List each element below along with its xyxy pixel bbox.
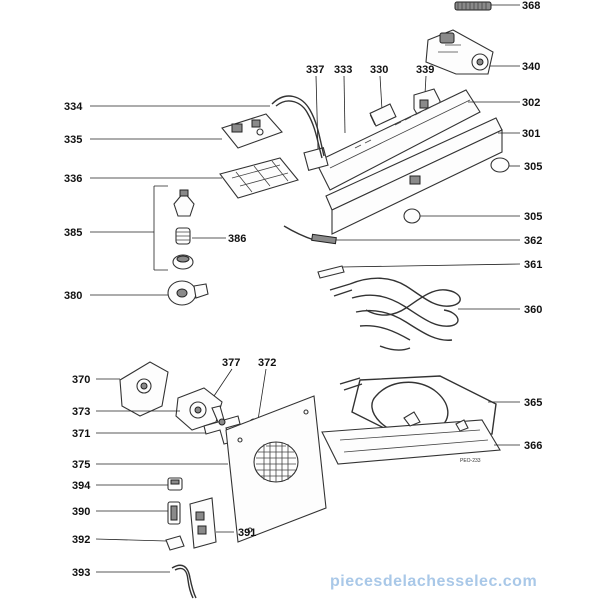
part-393-power-cable[interactable]: 393	[72, 564, 197, 599]
label-337: 337	[306, 64, 324, 76]
label-305-upper: 305	[524, 161, 542, 173]
label-390: 390	[72, 506, 90, 518]
part-385-lamp-assembly[interactable]: 385	[64, 185, 195, 271]
part-366-cover-plate[interactable]: PEO-233 366	[321, 411, 542, 465]
label-375: 375	[72, 459, 90, 471]
part-391-lock-block[interactable]: 391	[189, 497, 256, 549]
part-337-switch[interactable]	[303, 147, 329, 171]
label-360: 360	[524, 304, 542, 316]
part-360-grill-element[interactable]: 360	[329, 277, 542, 351]
label-301: 301	[522, 128, 540, 140]
label-365: 365	[524, 397, 542, 409]
part-370-fan-bracket[interactable]: 370	[72, 361, 169, 417]
label-372: 372	[258, 357, 276, 369]
part-335-power-board[interactable]: 335	[64, 113, 283, 149]
part-305-knob-lower[interactable]: 305	[403, 208, 542, 224]
part-362-sensor-probe[interactable]: 362	[283, 225, 542, 247]
label-392: 392	[72, 534, 90, 546]
label-305-lower: 305	[524, 211, 542, 223]
label-370: 370	[72, 374, 90, 386]
label-302: 302	[522, 97, 540, 109]
label-385: 385	[64, 227, 82, 239]
label-368: 368	[522, 0, 540, 12]
label-377: 377	[222, 357, 240, 369]
label-330: 330	[370, 64, 388, 76]
label-371: 371	[72, 428, 90, 440]
part-361-terminal-strip[interactable]: 361	[317, 259, 542, 279]
label-361: 361	[524, 259, 542, 271]
part-371-fan-blade[interactable]: 371	[72, 405, 241, 445]
label-391: 391	[238, 527, 256, 539]
watermark-text: piecesdelachesselec.com	[330, 573, 537, 590]
label-394: 394	[72, 480, 91, 492]
part-373-fan-motor[interactable]: 373	[72, 387, 223, 431]
label-335: 335	[64, 134, 82, 146]
label-340: 340	[522, 61, 540, 73]
part-301-front-fascia[interactable]: 301	[325, 117, 540, 235]
part-340-switch-module[interactable]: 340	[425, 29, 540, 75]
label-334: 334	[64, 101, 83, 113]
label-380: 380	[64, 290, 82, 302]
part-334-wiring-harness[interactable]: 334	[64, 95, 325, 159]
label-366: 366	[524, 440, 542, 452]
label-336: 336	[64, 173, 82, 185]
part-394-switch[interactable]: 394	[72, 477, 183, 492]
part-386-lamp-bulb[interactable]: 386	[172, 227, 246, 270]
drawing-code: PEO-233	[460, 458, 481, 464]
part-380-motor[interactable]: 380	[64, 280, 209, 306]
label-339: 339	[416, 64, 434, 76]
label-362: 362	[524, 235, 542, 247]
part-392-connector[interactable]: 392	[72, 534, 185, 551]
part-375-rear-panel[interactable]: 375	[72, 395, 327, 543]
part-368-connector-strip[interactable]: 368	[454, 0, 540, 12]
label-333: 333	[334, 64, 352, 76]
label-373: 373	[72, 406, 90, 418]
part-305-knob-upper[interactable]: 305	[490, 157, 542, 173]
part-390-relay[interactable]: 390	[72, 501, 181, 525]
part-336-frame[interactable]: 336	[64, 157, 299, 199]
label-393: 393	[72, 567, 90, 579]
part-330-module[interactable]	[369, 103, 397, 127]
label-386: 386	[228, 233, 246, 245]
